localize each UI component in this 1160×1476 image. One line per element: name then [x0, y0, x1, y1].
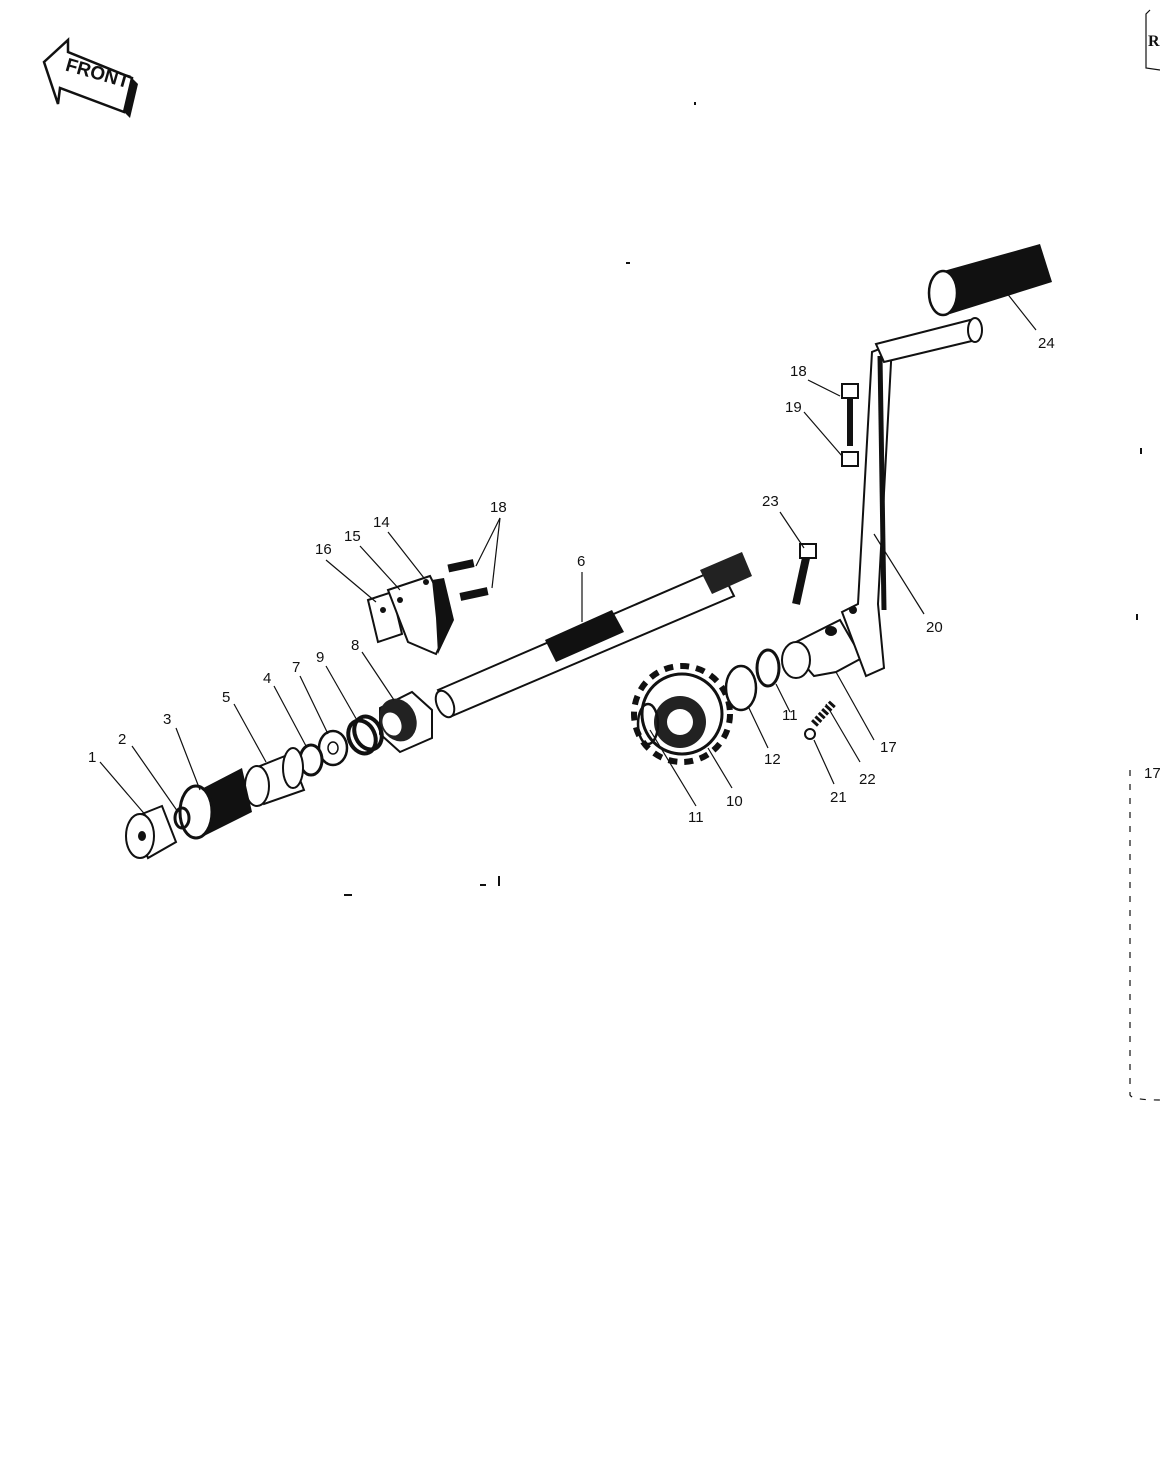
detent-ball: [804, 728, 816, 740]
circlip: [173, 806, 191, 830]
stopper-bracket: [366, 574, 454, 656]
circlip-11: [755, 648, 781, 688]
callout-8: 8: [351, 637, 359, 654]
spring-guide: [244, 747, 306, 807]
right-edge-fragment: R 17: [1129, 9, 1160, 1101]
return-spring: [178, 768, 252, 840]
callout-12: 12: [764, 751, 781, 768]
callout-18-pedal: 18: [790, 363, 807, 380]
bracket-bolts: [447, 559, 489, 601]
pedal-bolt: [841, 383, 859, 467]
kick-gear: [631, 663, 733, 765]
front-arrow: FRONT: [42, 37, 138, 118]
callout-14: 14: [373, 514, 390, 531]
kick-shaft: [434, 552, 752, 719]
callout-2: 2: [118, 731, 126, 748]
callout-22: 22: [859, 771, 876, 788]
ratchet-spring: [346, 714, 384, 756]
callout-9: 9: [316, 649, 324, 666]
callout-3: 3: [163, 711, 171, 728]
ratchet-gear: [379, 690, 433, 754]
callout-10: 10: [726, 793, 743, 810]
edge-number-17: 17: [1144, 765, 1160, 782]
callout-6: 6: [577, 553, 585, 570]
callout-15: 15: [344, 528, 361, 545]
callout-24: 24: [1038, 335, 1055, 352]
kick-arm-boss: [781, 618, 864, 679]
callout-11-lower: 11: [688, 809, 704, 826]
washer-12: [724, 664, 758, 712]
callout-17: 17: [880, 739, 897, 756]
callout-11-upper: 11: [782, 707, 798, 724]
edge-letter-r: R: [1148, 33, 1160, 50]
spring-cap: [125, 804, 178, 860]
callout-numbers: 1 2 3 5 4 7 9 8 6 16 15 14 18 18 19 23 2…: [88, 335, 1055, 826]
callout-7: 7: [292, 659, 300, 676]
callout-23: 23: [762, 493, 779, 510]
callout-4: 4: [263, 670, 271, 687]
leader-lines: [99, 291, 1037, 819]
pedal-rubber: [927, 244, 1052, 317]
pinch-bolt: [792, 543, 817, 605]
callout-1: 1: [88, 749, 96, 766]
callout-21: 21: [830, 789, 847, 806]
callout-5: 5: [222, 689, 230, 706]
callout-20: 20: [926, 619, 943, 636]
callout-19: 19: [785, 399, 802, 416]
callout-18-bracket: 18: [490, 499, 507, 516]
callout-16: 16: [315, 541, 332, 558]
scan-specks: [344, 102, 1142, 896]
kick-pedal-arm: [840, 317, 983, 678]
